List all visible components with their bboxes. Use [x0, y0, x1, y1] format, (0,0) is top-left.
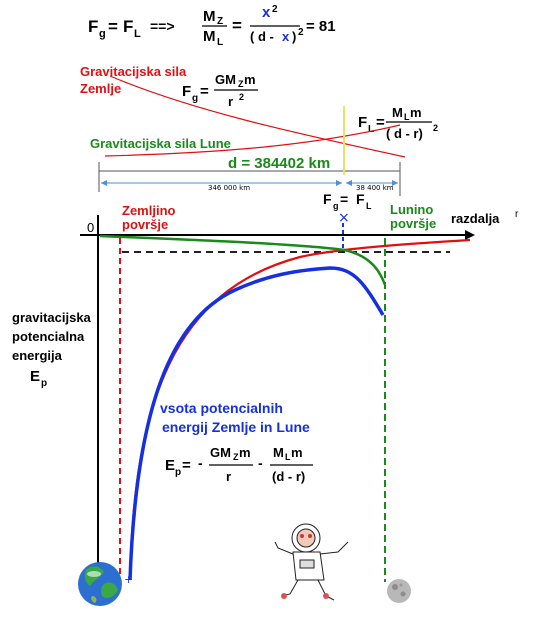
moon-force-label: Gravitacijska sila Lune	[90, 136, 231, 151]
tf-eq: =	[108, 17, 118, 36]
moon-force-formula: F L = M L m ( d - r) 2	[358, 105, 438, 141]
ef-g: g	[192, 93, 198, 104]
ep-formula: E p = - GM Z m r - M L m (d - r)	[165, 445, 305, 484]
tf-arrow: ==>	[150, 18, 175, 34]
tf-num-exp: 2	[272, 4, 278, 15]
tf-den-open: ( d -	[250, 29, 274, 44]
earth-force-label-2: Zemlje	[80, 81, 121, 96]
ep-minus-2: -	[258, 455, 263, 471]
ep-p: p	[175, 467, 181, 478]
top-formula: F g = F L ==> M Z M L = x 2 ( d - x ) 2 …	[88, 4, 336, 48]
tf-ml: M	[203, 28, 216, 45]
tf-result: = 81	[306, 18, 336, 35]
moon-surface-label-2: površje	[390, 216, 436, 231]
earth-force-curve	[109, 75, 406, 158]
bf-f: F	[323, 191, 332, 207]
start-marker: +	[124, 573, 133, 586]
ef-den: r	[228, 94, 233, 109]
mf-den: ( d - r)	[386, 126, 423, 141]
seg1-arrow-head-left	[101, 180, 107, 186]
ef-num-sub: Z	[238, 79, 244, 89]
tf-den-close: )	[292, 29, 296, 44]
seg2-arrow-head-left	[346, 180, 352, 186]
bf-f2: F	[356, 191, 365, 207]
axis-r-symbol: r	[515, 209, 519, 220]
sum-label-2: energij Zemlje in Lune	[162, 419, 310, 435]
ep-e: E	[165, 457, 175, 474]
y-label-2: potencialna	[12, 329, 85, 344]
balance-mark: ×	[338, 210, 350, 226]
tf-mz: M	[203, 8, 216, 25]
ep-num1-tail: m	[239, 445, 251, 460]
seg2-label: 38 400 km	[356, 184, 394, 192]
tf-f: F	[88, 17, 98, 36]
ef-eq: =	[200, 83, 209, 100]
y-axis-label: gravitacijska potencialna energija E p	[12, 310, 92, 389]
bf-eq: =	[340, 191, 348, 207]
y-label-1: gravitacijska	[12, 310, 92, 325]
ef-f: F	[182, 83, 191, 100]
y-label-e: E	[30, 368, 40, 385]
moon-potential-curve	[99, 234, 387, 286]
tf-mz-sub: Z	[217, 16, 223, 27]
tf-l: L	[134, 28, 141, 40]
ef-den-exp: 2	[239, 92, 244, 102]
ep-num2-sub: L	[285, 452, 291, 462]
ef-num: GM	[215, 72, 236, 87]
tf-f2: F	[123, 17, 133, 36]
ep-den2: (d - r)	[272, 469, 305, 484]
ep-num2-tail: m	[291, 445, 303, 460]
ep-eq: =	[182, 457, 191, 474]
tf-den-x: x	[282, 29, 290, 44]
y-label-3: energija	[12, 348, 63, 363]
y-label-p: p	[41, 378, 47, 389]
bf-g: g	[333, 201, 339, 211]
axis-zero: 0	[87, 220, 94, 235]
mf-num-tail: m	[410, 105, 422, 120]
sum-potential-curve	[128, 266, 385, 581]
earth-surface-label-1: Zemljino	[122, 203, 176, 218]
seg1-arrow-head-right	[336, 180, 342, 186]
moon-icon	[387, 579, 411, 603]
moon-force-curve	[104, 124, 401, 157]
ef-num-tail: m	[244, 72, 256, 87]
axis-r-label: razdalja	[451, 211, 500, 226]
tf-g: g	[99, 28, 106, 40]
moon-surface-label-1: Lunino	[390, 202, 433, 217]
mf-f: F	[358, 114, 367, 131]
earth-force-label-1: Gravitacijska sila	[80, 64, 187, 79]
earth-force-formula: F g = GM Z m r 2	[182, 72, 256, 109]
ep-num1-sub: Z	[233, 452, 239, 462]
seg2-arrow-head-right	[392, 180, 398, 186]
earth-icon	[78, 562, 122, 606]
mf-eq: =	[376, 114, 385, 131]
mf-den-exp: 2	[433, 123, 438, 133]
mf-l: L	[368, 124, 374, 135]
mf-num: M	[392, 105, 403, 120]
bf-l: L	[366, 201, 372, 211]
ep-num2: M	[273, 445, 284, 460]
ep-den1: r	[226, 469, 231, 484]
distance-label: d = 384402 km	[228, 155, 330, 172]
tf-num-x: x	[262, 4, 271, 21]
tf-den-exp: 2	[298, 27, 304, 38]
mf-num-sub: L	[404, 112, 410, 122]
earth-surface-label-2: površje	[122, 217, 168, 232]
balance-formula: F g = F L	[323, 191, 372, 211]
sum-label-1: vsota potencialnih	[160, 400, 283, 416]
tf-ml-sub: L	[217, 37, 223, 48]
x-axis-arrow	[465, 230, 475, 240]
ep-num1: GM	[210, 445, 231, 460]
tf-eq2: =	[232, 16, 242, 35]
seg1-label: 346 000 km	[208, 184, 250, 192]
ep-minus-1: -	[198, 455, 203, 471]
astronaut-icon	[274, 523, 349, 601]
